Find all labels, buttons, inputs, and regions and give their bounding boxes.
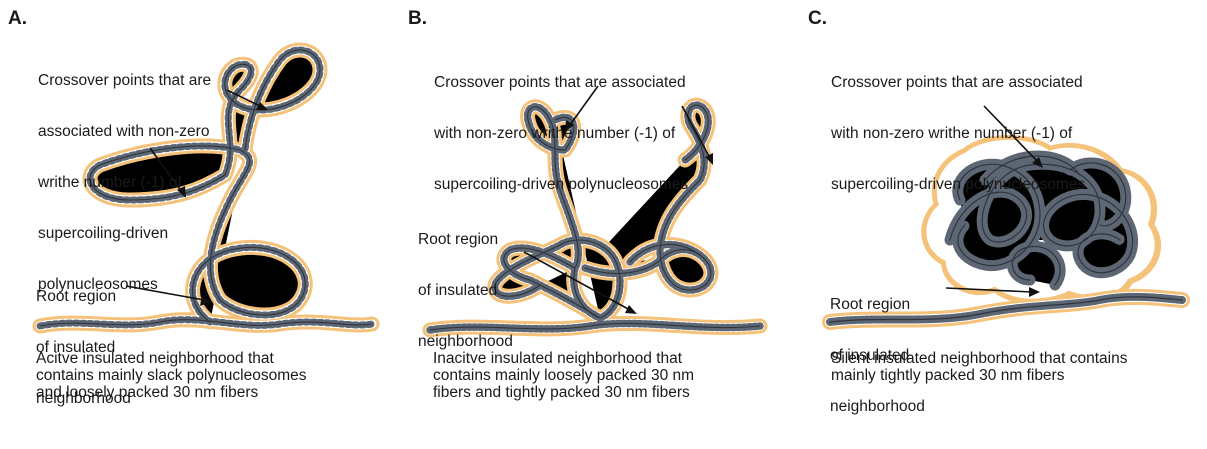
crossover-label-line: supercoiling-driven polynucleosomes bbox=[831, 176, 1085, 193]
crossover-label-line: supercoiling-driven bbox=[38, 225, 211, 242]
root-label-line: neighborhood bbox=[830, 398, 925, 415]
caption-line: and loosely packed 30 nm fibers bbox=[36, 384, 376, 401]
panel-c-letter: C. bbox=[808, 8, 827, 30]
crossover-label-line: with non-zero writhe number (-1) of bbox=[434, 125, 688, 142]
caption-line: contains mainly loosely packed 30 nm bbox=[433, 367, 771, 384]
caption-line: Inacitve insulated neighborhood that bbox=[433, 350, 771, 367]
panel-c: C. Crossover points that are associated … bbox=[800, 0, 1207, 414]
panel-a-caption: Acitve insulated neighborhood that conta… bbox=[36, 350, 376, 401]
crossover-label-line: Crossover points that are associated bbox=[434, 74, 688, 91]
root-label-line: Root region bbox=[36, 288, 131, 305]
caption-line: Acitve insulated neighborhood that bbox=[36, 350, 376, 367]
crossover-label-line: supercoiling-driven polynucleosomes bbox=[434, 176, 688, 193]
crossover-label-line: writhe number (-1) of bbox=[38, 174, 211, 191]
panel-b-letter: B. bbox=[408, 8, 427, 30]
crossover-label-line: with non-zero writhe number (-1) of bbox=[831, 125, 1085, 142]
caption-line: contains mainly slack polynucleosomes bbox=[36, 367, 376, 384]
caption-line: Silent insulated neighborhood that conta… bbox=[831, 350, 1176, 367]
caption-line: mainly tightly packed 30 nm fibers bbox=[831, 367, 1176, 384]
panel-b-caption: Inacitve insulated neighborhood that con… bbox=[433, 350, 771, 401]
root-label-line: Root region bbox=[830, 296, 925, 313]
crossover-label-line: Crossover points that are bbox=[38, 72, 211, 89]
panel-a-root-label: Root region of insulated neighborhood bbox=[36, 254, 131, 441]
panel-c-crossover-label: Crossover points that are associated wit… bbox=[831, 40, 1085, 227]
panel-a-letter: A. bbox=[8, 8, 27, 30]
root-label-line: of insulated bbox=[418, 282, 513, 299]
panel-c-caption: Silent insulated neighborhood that conta… bbox=[831, 350, 1176, 384]
caption-line: fibers and tightly packed 30 nm fibers bbox=[433, 384, 771, 401]
root-label-line: neighborhood bbox=[418, 333, 513, 350]
crossover-label-line: Crossover points that are associated bbox=[831, 74, 1085, 91]
panel-a: A. Crossover points that are associated … bbox=[0, 0, 400, 414]
panel-b: B. Crossover points that are associated … bbox=[400, 0, 800, 414]
root-label-line: Root region bbox=[418, 231, 513, 248]
crossover-label-line: associated with non-zero bbox=[38, 123, 211, 140]
